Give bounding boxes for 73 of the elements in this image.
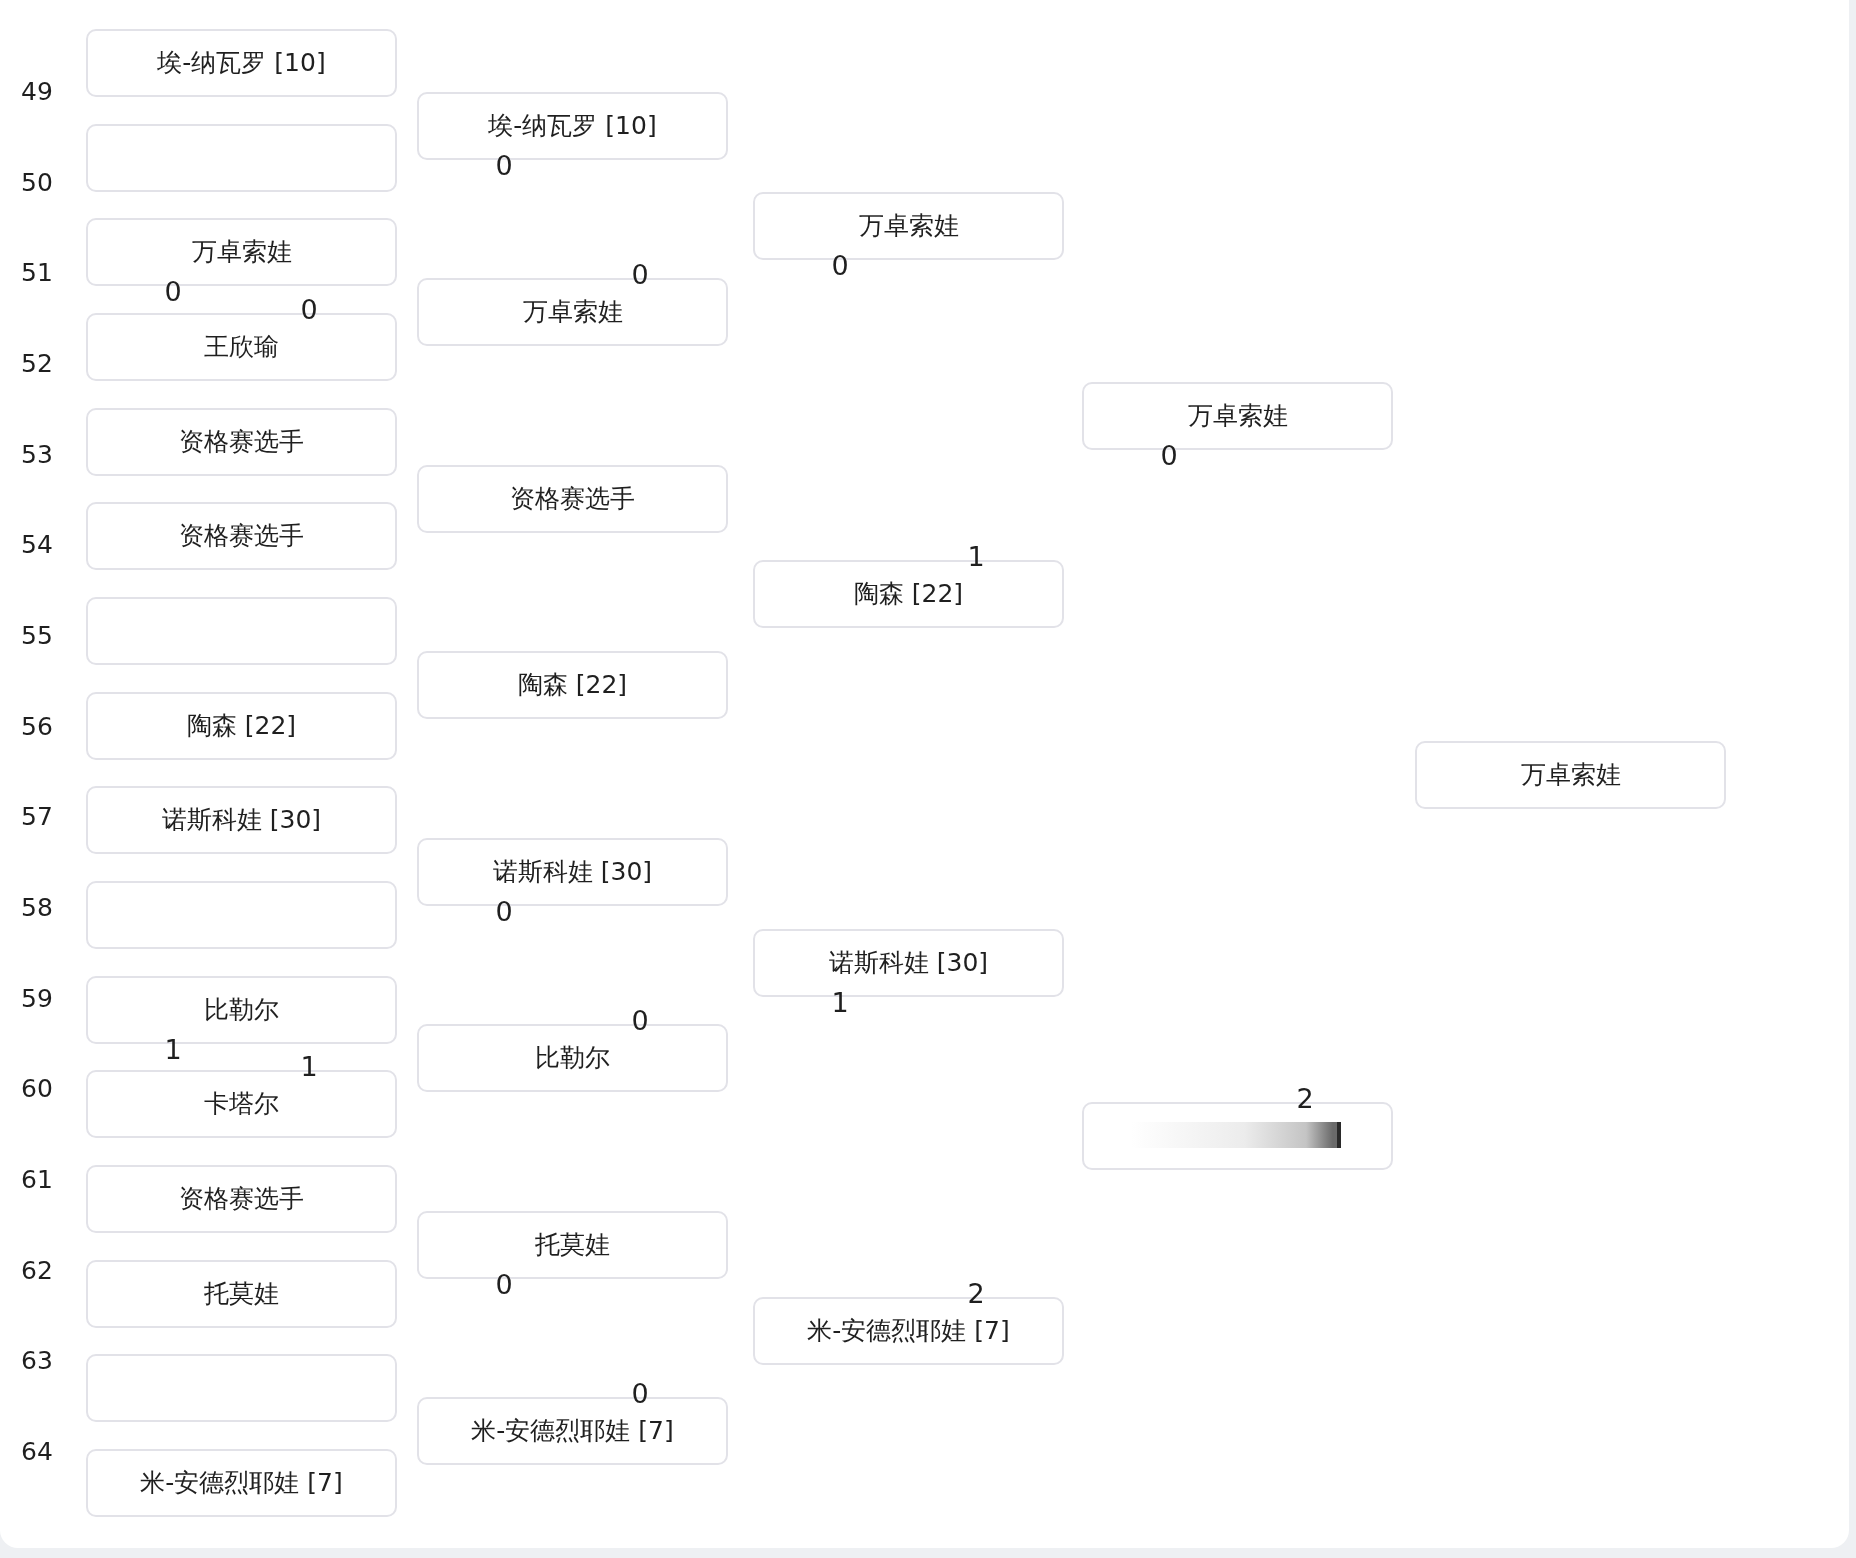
bracket-slot — [86, 597, 397, 665]
score: 0 — [631, 1379, 649, 1409]
bracket-slot — [86, 1259, 397, 1328]
position-number: 49 — [20, 77, 54, 107]
bracket-slot — [86, 1354, 397, 1423]
bracket-slot — [86, 29, 397, 97]
position-number: 56 — [20, 711, 54, 742]
score: 0 — [1160, 440, 1178, 471]
position-number: 60 — [20, 1074, 54, 1105]
position-number: 62 — [20, 1255, 54, 1286]
bracket-slot — [417, 464, 728, 533]
position-number: 57 — [20, 802, 54, 833]
score: 0 — [495, 150, 513, 181]
position-number: 50 — [20, 167, 54, 198]
player-name: 资格赛选手 — [179, 426, 304, 457]
player-name: 米-安德烈耶娃 [7] — [807, 1316, 1010, 1346]
score: 1 — [300, 1052, 318, 1083]
player-name: 米-安德烈耶娃 [7] — [471, 1416, 674, 1446]
score: 1 — [164, 1034, 182, 1065]
position-number: 59 — [20, 983, 54, 1014]
player-name: 比勒尔 — [535, 1043, 610, 1073]
player-name: 诺斯科娃 [30] — [828, 947, 989, 978]
bracket-slot — [86, 786, 397, 855]
score: 0 — [631, 260, 649, 290]
score: 1 — [831, 987, 849, 1018]
score: 2 — [1296, 1083, 1314, 1114]
position-number: 58 — [20, 893, 54, 923]
score: 0 — [495, 896, 513, 927]
bracket-slot — [86, 691, 397, 760]
score: 0 — [495, 1269, 513, 1300]
player-name: 陶森 [22] — [853, 579, 964, 609]
bracket-slot — [86, 881, 397, 949]
player-name: 资格赛选手 — [510, 483, 635, 514]
score: 0 — [300, 295, 318, 325]
position-number: 53 — [20, 439, 54, 470]
position-number: 55 — [20, 621, 54, 651]
bracket-slot — [86, 123, 397, 192]
player-name: 万卓索娃 — [1520, 760, 1621, 790]
player-name: 陶森 [22] — [517, 670, 628, 700]
player-name: 诺斯科娃 [30] — [492, 856, 653, 887]
player-name: 埃-纳瓦罗 [10] — [488, 110, 657, 141]
player-name: 万卓索娃 — [191, 237, 292, 268]
bracket-slot — [86, 1165, 397, 1234]
score: 0 — [631, 1006, 649, 1036]
player-name: 陶森 [22] — [186, 710, 297, 741]
player-name: 资格赛选手 — [179, 1184, 304, 1215]
bracket-slot — [1415, 741, 1726, 809]
player-name: 米-安德烈耶娃 [7] — [140, 1468, 343, 1499]
player-name: 托莫娃 — [204, 1278, 279, 1309]
position-number: 51 — [20, 258, 54, 289]
player-name: 比勒尔 — [204, 994, 279, 1025]
score: 0 — [831, 250, 849, 281]
player-name: 卡塔尔 — [204, 1089, 279, 1120]
position-number: 54 — [20, 530, 54, 561]
player-name: 诺斯科娃 [30] — [161, 805, 322, 836]
player-name: 托莫娃 — [535, 1229, 610, 1260]
bracket-slot — [86, 502, 397, 571]
score: 2 — [967, 1279, 985, 1309]
player-name: 资格赛选手 — [179, 521, 304, 552]
position-number: 64 — [20, 1437, 54, 1468]
player-name: 万卓索娃 — [858, 210, 959, 241]
player-name: 王欣瑜 — [204, 332, 279, 362]
position-number: 63 — [20, 1346, 54, 1377]
player-name: 万卓索娃 — [522, 297, 623, 327]
position-number: 52 — [20, 349, 54, 379]
bracket-slot — [417, 651, 728, 719]
bracket-slot — [86, 1449, 397, 1518]
score: 0 — [164, 277, 182, 308]
player-name: 万卓索娃 — [1187, 400, 1288, 431]
bracket-slot — [86, 407, 397, 476]
player-name: 埃-纳瓦罗 [10] — [157, 48, 326, 78]
score: 1 — [967, 542, 985, 572]
position-number: 61 — [20, 1165, 54, 1196]
